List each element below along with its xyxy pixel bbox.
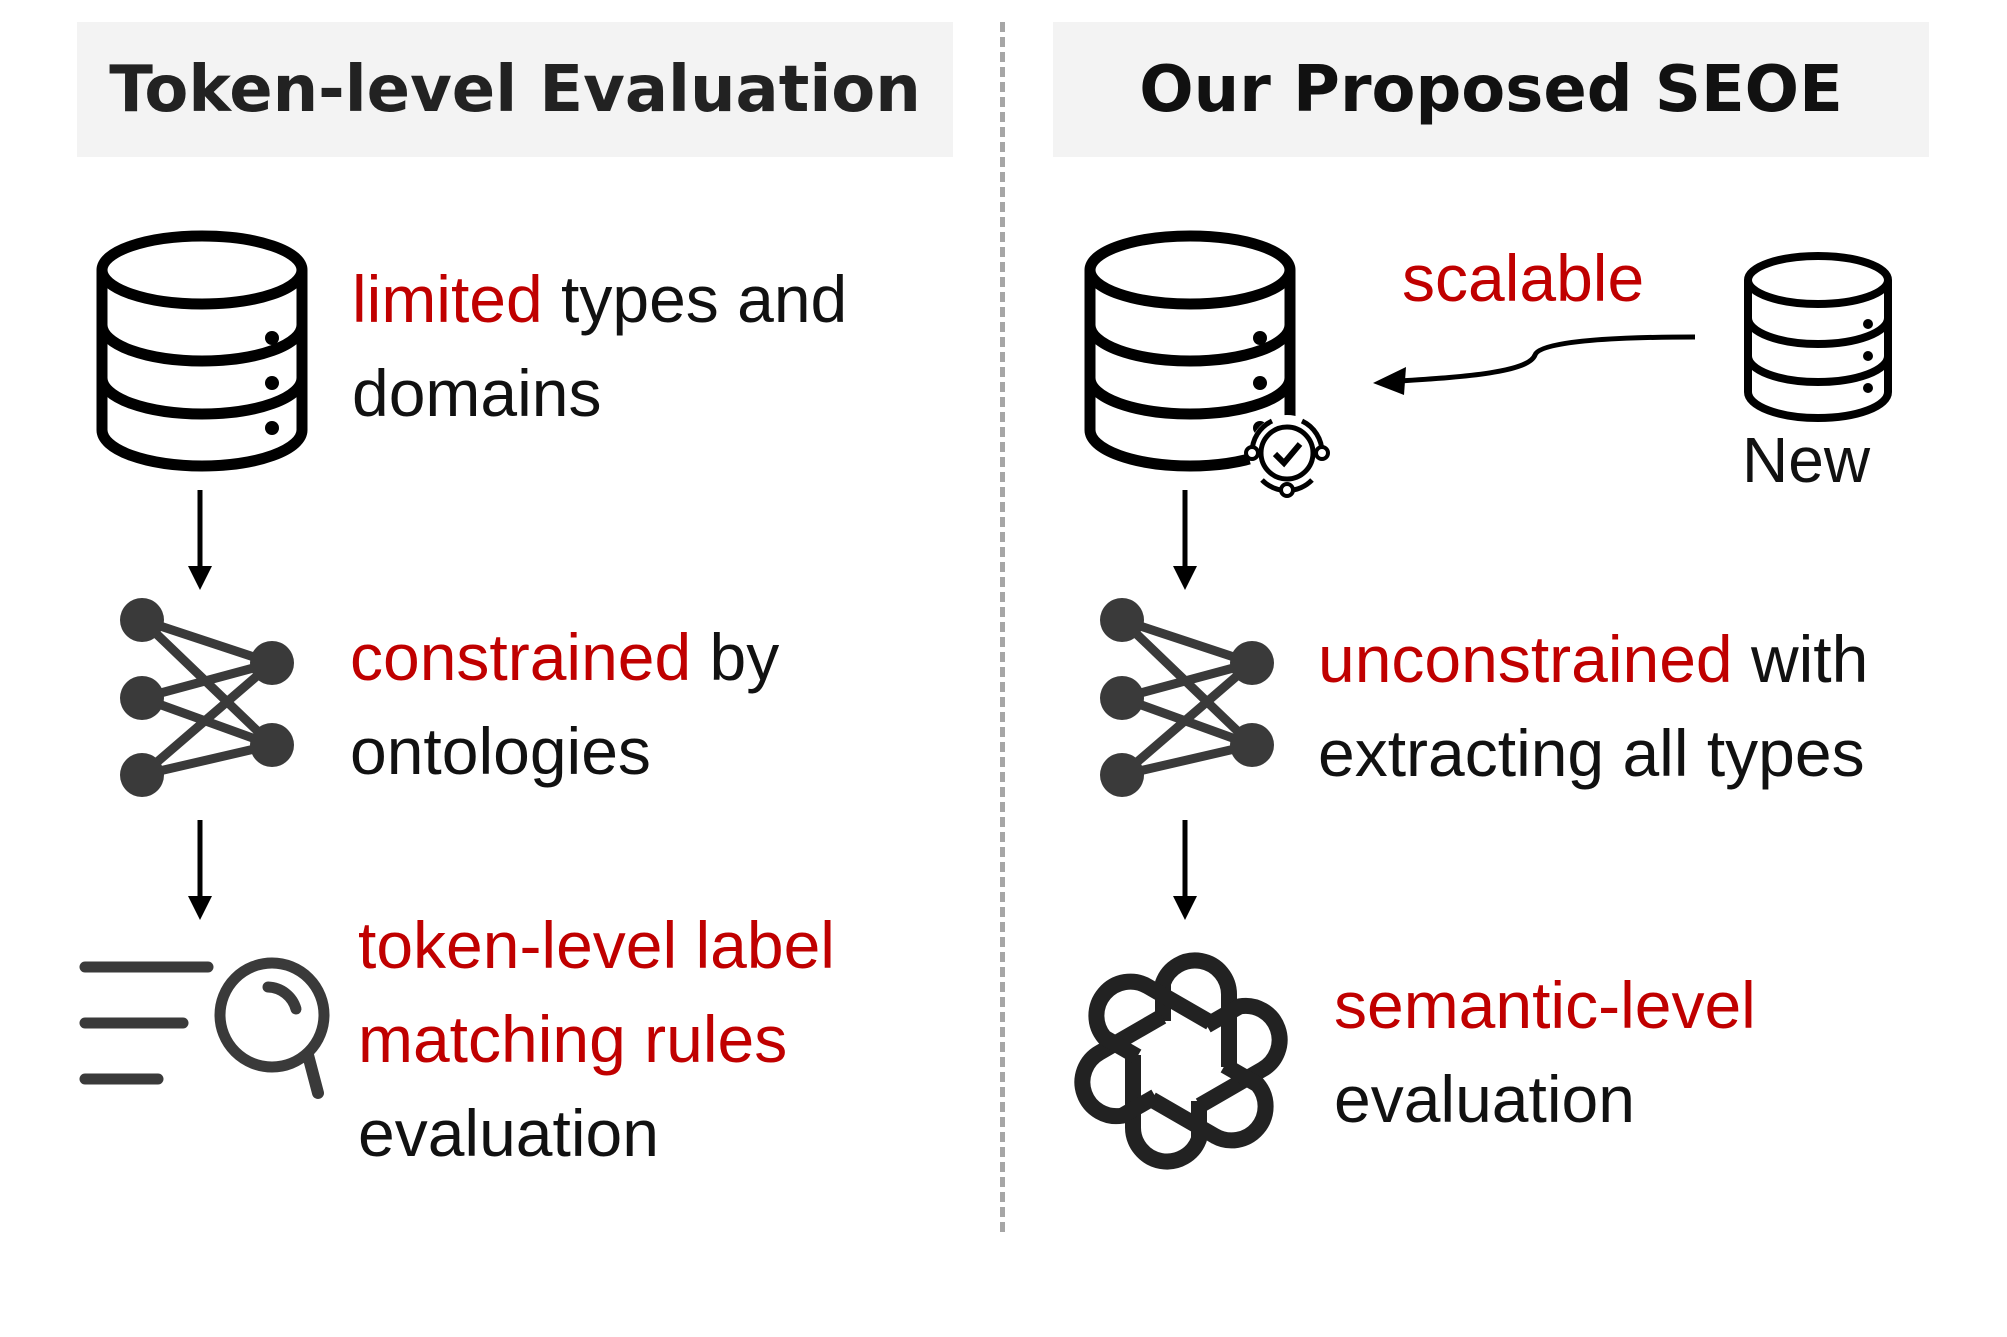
curved-arrow-icon xyxy=(1373,334,1696,395)
right-step2-text: unconstrained with extracting all types xyxy=(1318,612,1868,800)
arrow-down-icon xyxy=(1173,820,1197,920)
neural-network-icon xyxy=(1100,598,1274,797)
left-step3-text: token-level label matching rules evaluat… xyxy=(358,898,835,1180)
right-step3-text: semantic-level evaluation xyxy=(1334,958,1756,1146)
left-panel-title: Token-level Evaluation xyxy=(77,22,953,157)
left-step1-highlight: limited xyxy=(352,262,543,336)
left-step3-highlight-line2: matching rules xyxy=(358,1002,788,1076)
arrow-down-icon xyxy=(188,490,212,590)
new-label: New xyxy=(1742,424,1871,496)
left-step2-text: constrained by ontologies xyxy=(350,610,779,798)
database-icon xyxy=(96,230,308,472)
panel-divider xyxy=(1000,22,1005,1232)
left-step3-line3: evaluation xyxy=(358,1096,659,1170)
arrow-down-icon xyxy=(188,820,212,920)
right-panel-title-text: Our Proposed SEOE xyxy=(1139,52,1843,127)
left-step3-highlight-line1: token-level label xyxy=(358,908,835,982)
right-step2-rest: with xyxy=(1732,622,1869,696)
right-step3-highlight: semantic-level xyxy=(1334,968,1756,1042)
scalable-label: scalable xyxy=(1402,241,1645,315)
new-database-icon xyxy=(1744,252,1892,422)
right-step2-line2: extracting all types xyxy=(1318,716,1865,790)
database-icon xyxy=(1084,230,1296,472)
left-step2-rest: by xyxy=(691,620,780,694)
left-step1-text: limited types and domains xyxy=(352,252,847,440)
left-step1-line2: domains xyxy=(352,356,602,430)
right-step3-line2: evaluation xyxy=(1334,1062,1635,1136)
right-step2-highlight: unconstrained xyxy=(1318,622,1733,696)
right-panel-title: Our Proposed SEOE xyxy=(1053,22,1929,157)
openai-logo-icon xyxy=(1074,952,1288,1170)
left-step2-line2: ontologies xyxy=(350,714,651,788)
neural-network-icon xyxy=(120,598,294,797)
search-list-icon xyxy=(79,957,330,1099)
left-panel-title-text: Token-level Evaluation xyxy=(109,52,921,127)
left-step2-highlight: constrained xyxy=(350,620,692,694)
arrow-down-icon xyxy=(1173,490,1197,590)
check-refresh-icon xyxy=(1244,415,1330,498)
left-step1-rest: types and xyxy=(542,262,848,336)
